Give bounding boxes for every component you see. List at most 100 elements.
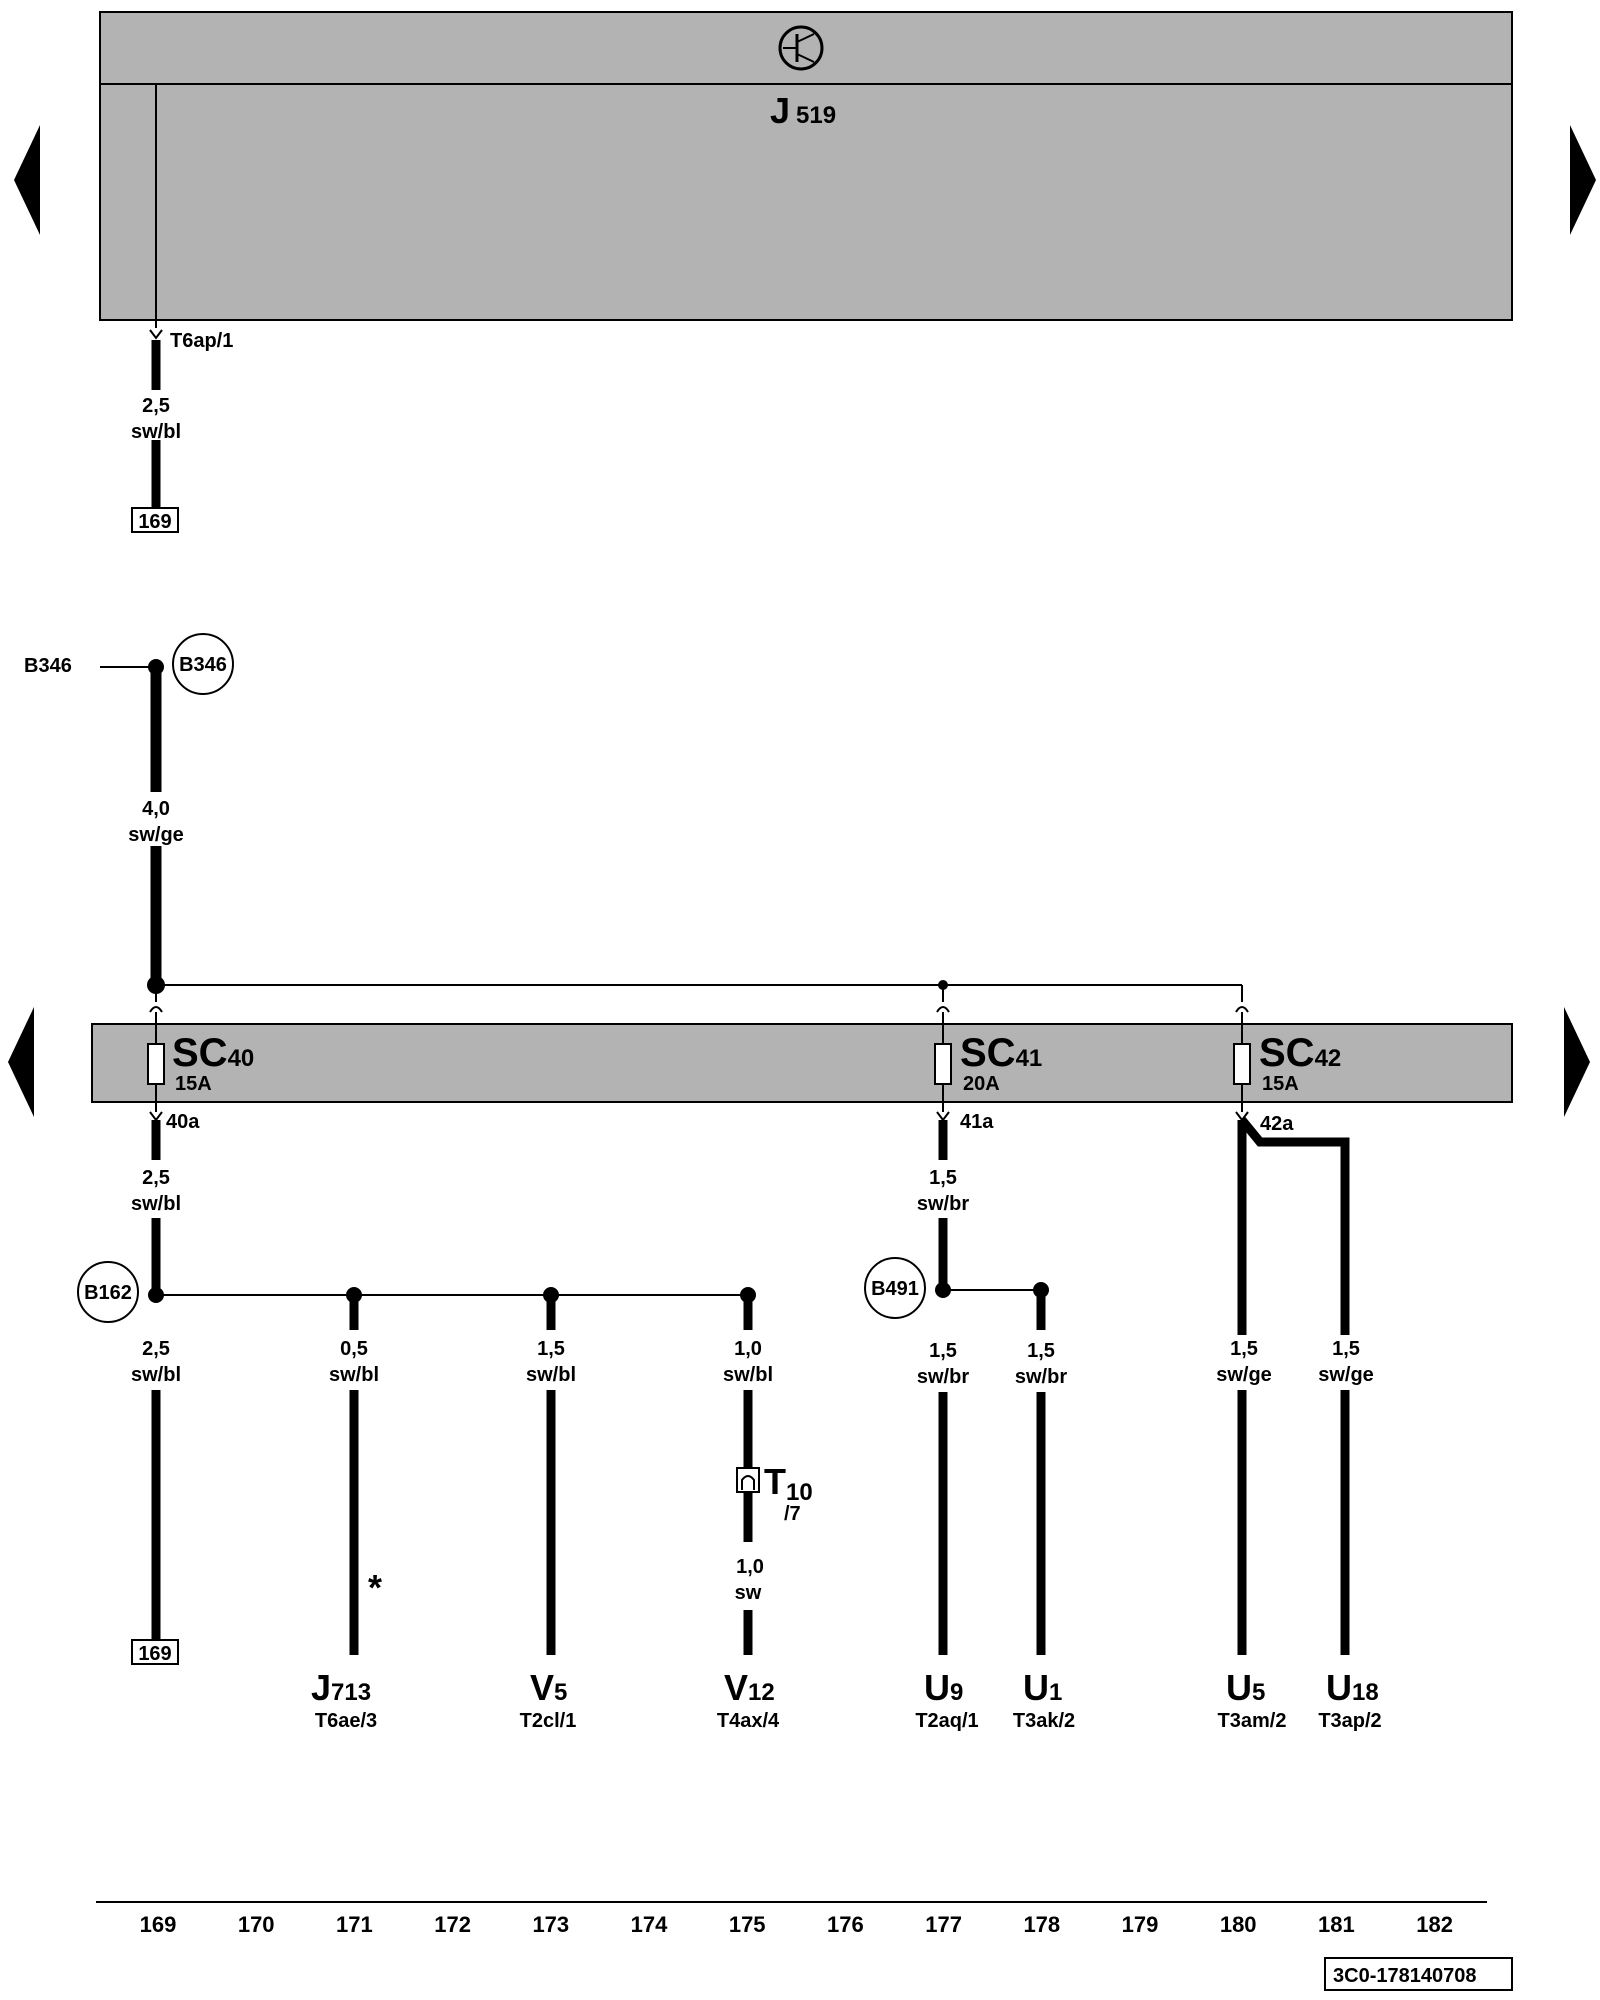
- branch-j713: 0,5 sw/bl * J713 T6ae/3: [311, 1295, 382, 1732]
- b346-size: 4,0: [142, 798, 170, 820]
- sc41-out-color: sw/br: [917, 1193, 969, 1215]
- j519-number: 519: [796, 102, 836, 129]
- u9-letter: U: [924, 1667, 950, 1708]
- branch-u1: 1,5 sw/br U1 T3ak/2: [1013, 1290, 1075, 1732]
- v12-letter: V: [724, 1667, 748, 1708]
- svg-text:U1: U1: [1023, 1667, 1062, 1708]
- sc41-out-size: 1,5: [929, 1167, 957, 1189]
- axis-number-179: 179: [1122, 1912, 1159, 1937]
- ref-box-169-top: 169: [138, 511, 171, 533]
- terminal-42a: 42a: [1260, 1113, 1294, 1135]
- fuse-sc42-icon: [1233, 1043, 1251, 1085]
- connector-t10-icon: [736, 1467, 760, 1493]
- branch-v12: 1,0 sw/bl T10 /7 1,0 sw V12 T4ax/4: [717, 1295, 813, 1732]
- prev-page-arrow-top[interactable]: [14, 125, 40, 235]
- u5-letter: U: [1226, 1667, 1252, 1708]
- axis-number-178: 178: [1023, 1912, 1060, 1937]
- fuse-sc41-number: 41: [1016, 1045, 1043, 1072]
- t10-letter: T: [764, 1461, 786, 1502]
- branch-v12-color: sw/bl: [723, 1364, 773, 1386]
- terminal-41a: 41a: [960, 1111, 994, 1133]
- svg-text:SC41: SC41: [960, 1031, 1042, 1075]
- branch-u5-color: sw/ge: [1216, 1364, 1272, 1386]
- b162-label: B162: [84, 1282, 132, 1304]
- branch-u1-size: 1,5: [1027, 1340, 1055, 1362]
- branch-u18: 1,5 sw/ge U18 T3ap/2: [1318, 1338, 1381, 1732]
- u1-number: 1: [1049, 1679, 1062, 1706]
- axis-number-180: 180: [1220, 1912, 1257, 1937]
- u1-letter: U: [1023, 1667, 1049, 1708]
- branch-u18-size: 1,5: [1332, 1338, 1360, 1360]
- svg-text:T10: T10: [764, 1461, 813, 1506]
- branch-u18-color: sw/ge: [1318, 1364, 1374, 1386]
- branch-u9-size: 1,5: [929, 1340, 957, 1362]
- connector-t3ap-2: T3ap/2: [1318, 1710, 1381, 1732]
- connector-t3ak-2: T3ak/2: [1013, 1710, 1075, 1732]
- v5-letter: V: [530, 1667, 554, 1708]
- fuse-sc40-name: SC: [172, 1031, 228, 1075]
- connector-t3am-2: T3am/2: [1218, 1710, 1287, 1732]
- j713-letter: J: [311, 1667, 331, 1708]
- branch-u5: 1,5 sw/ge U5 T3am/2: [1216, 1338, 1286, 1732]
- sc40-out-color: sw/bl: [131, 1193, 181, 1215]
- b346-color: sw/ge: [128, 824, 184, 846]
- branch-169-size: 2,5: [142, 1338, 170, 1360]
- branch-u9-color: sw/br: [917, 1366, 969, 1388]
- svg-text:U18: U18: [1326, 1667, 1379, 1708]
- branch-j713-size: 0,5: [340, 1338, 368, 1360]
- b346-circle-label: B346: [179, 654, 227, 676]
- splice-b162: B162: [77, 1261, 756, 1323]
- u5-number: 5: [1252, 1679, 1265, 1706]
- axis-number-172: 172: [434, 1912, 471, 1937]
- svg-text:V12: V12: [724, 1667, 775, 1708]
- axis-number-173: 173: [532, 1912, 569, 1937]
- branch-v12-size: 1,0: [734, 1338, 762, 1360]
- fuse-sc40-number: 40: [228, 1045, 255, 1072]
- b491-label: B491: [871, 1278, 919, 1300]
- branch-v5: 1,5 sw/bl V5 T2cl/1: [520, 1295, 577, 1732]
- transistor-symbol-icon: [778, 25, 824, 71]
- prev-page-arrow-mid[interactable]: [8, 1007, 34, 1117]
- fuse-sc42-number: 42: [1315, 1045, 1342, 1072]
- axis-number-170: 170: [238, 1912, 275, 1937]
- b346-label: B346: [24, 655, 72, 677]
- connector-t2aq-1: T2aq/1: [915, 1710, 978, 1732]
- axis-number-176: 176: [827, 1912, 864, 1937]
- branch-169: 2,5 sw/bl 169: [131, 1338, 181, 1665]
- branch-u1-color: sw/br: [1015, 1366, 1067, 1388]
- axis-number-174: 174: [631, 1912, 668, 1937]
- document-id: 3C0-178140708: [1333, 1965, 1476, 1987]
- axis-number-175: 175: [729, 1912, 766, 1937]
- terminal-40a: 40a: [166, 1111, 200, 1133]
- fuse-sc40-icon: [147, 1043, 165, 1085]
- svg-text:U9: U9: [924, 1667, 963, 1708]
- u18-letter: U: [1326, 1667, 1352, 1708]
- connector-t4ax-4: T4ax/4: [717, 1710, 780, 1732]
- axis-number-181: 181: [1318, 1912, 1355, 1937]
- fuse-sc41-name: SC: [960, 1031, 1016, 1075]
- svg-text:J713: J713: [311, 1667, 371, 1708]
- fuse-sc42-rating: 15A: [1262, 1073, 1299, 1095]
- t10-number: 10: [786, 1479, 813, 1506]
- v12-number: 12: [748, 1679, 775, 1706]
- wire-t6ap: T6ap/1 2,5 sw/bl 169: [131, 84, 233, 533]
- connector-t2cl-1: T2cl/1: [520, 1710, 577, 1732]
- branch-169-color: sw/bl: [131, 1364, 181, 1386]
- fuse-sc41-icon: [934, 1043, 952, 1085]
- fuse-sc42-name: SC: [1259, 1031, 1315, 1075]
- wire-color-label: sw/bl: [131, 421, 181, 443]
- next-page-arrow-mid[interactable]: [1564, 1007, 1590, 1117]
- branch-u9: 1,5 sw/br U9 T2aq/1: [915, 1340, 978, 1732]
- j519-letter: J: [770, 90, 790, 131]
- fuse-holder-strip: SC40 15A SC41 20A SC42 15A: [91, 1012, 1513, 1112]
- branch-j713-color: sw/bl: [329, 1364, 379, 1386]
- connector-t6ap-1: T6ap/1: [170, 330, 233, 352]
- b346-feed: B346 B346 4,0 sw/ge: [24, 633, 1249, 1013]
- next-page-arrow-top[interactable]: [1570, 125, 1596, 235]
- asterisk-note: *: [368, 1567, 382, 1608]
- ref-box-169-bottom: 169: [138, 1643, 171, 1665]
- connector-t6ae-3: T6ae/3: [315, 1710, 377, 1732]
